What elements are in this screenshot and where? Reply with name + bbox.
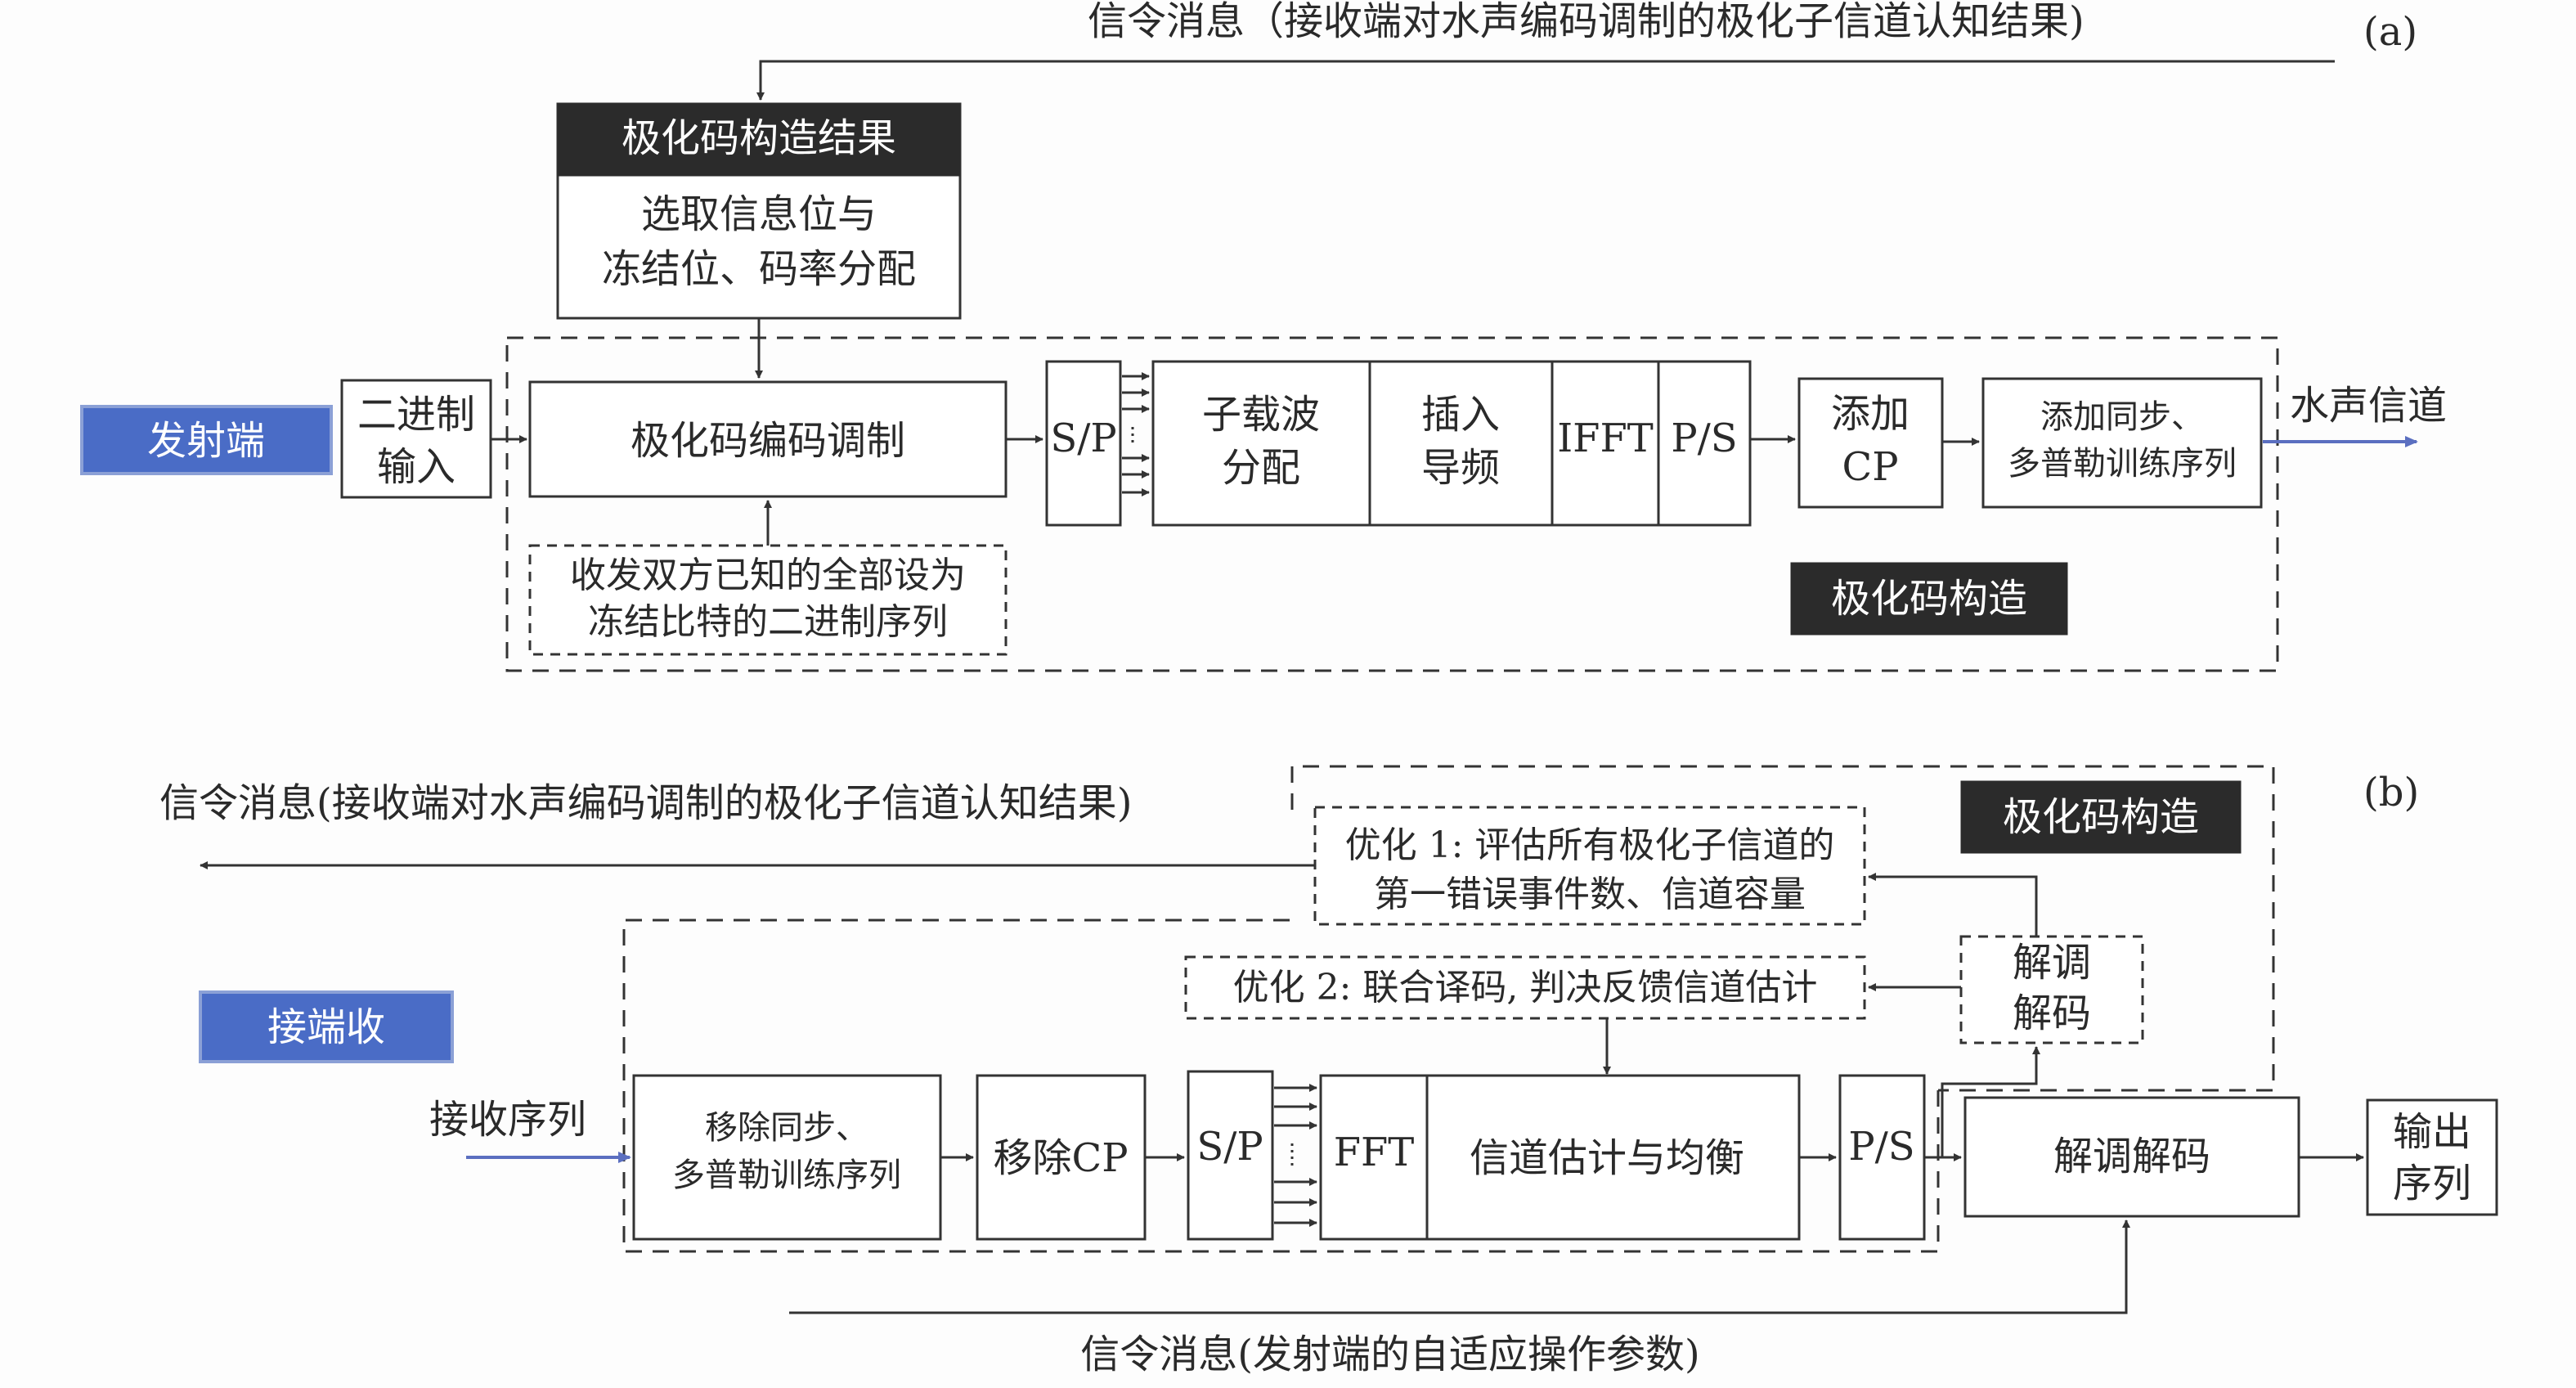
opt1-line2: 第一错误事件数、信道容量 bbox=[1374, 874, 1806, 915]
binary-input-line1: 二进制 bbox=[357, 392, 475, 438]
opt1-box bbox=[1313, 806, 1866, 926]
demod-label: 解调解码 bbox=[2053, 1134, 2210, 1179]
pilot-line2: 导频 bbox=[1421, 445, 1500, 491]
add-cp-box bbox=[1797, 377, 1944, 509]
feedback-arrow-top bbox=[756, 60, 2335, 101]
polar-result-header: 极化码构造结果 bbox=[622, 115, 896, 161]
polar-result-line2: 冻结位、码率分配 bbox=[602, 246, 916, 292]
binary-input-line2: 输入 bbox=[377, 444, 456, 490]
fft-label: FFT bbox=[1334, 1130, 1415, 1175]
add-sync-line1: 添加同步、 bbox=[2040, 398, 2204, 436]
sp-label-b: S/P bbox=[1196, 1124, 1263, 1170]
transmitter-badge bbox=[80, 405, 333, 475]
frozen-note-line2: 冻结比特的二进制序列 bbox=[588, 601, 948, 643]
demod-small-line2: 解码 bbox=[2013, 990, 2091, 1036]
demod-box bbox=[1963, 1096, 2300, 1218]
parallel-arrows-b bbox=[1274, 1084, 1317, 1227]
ps-box-b bbox=[1838, 1074, 1926, 1241]
pilot-line1: 插入 bbox=[1421, 392, 1500, 438]
receiver-processing-region bbox=[622, 919, 1940, 1253]
sp-box-b bbox=[1187, 1070, 1274, 1241]
panel-b-label: (b) bbox=[2363, 770, 2419, 815]
add-cp-line2: CP bbox=[1842, 444, 1898, 490]
demod-small-box bbox=[1959, 935, 2144, 1044]
add-sync-box bbox=[1981, 377, 2263, 509]
sp-box-a bbox=[1045, 360, 1122, 527]
frozen-note-box bbox=[528, 544, 1008, 656]
ps-label-a: P/S bbox=[1671, 416, 1737, 461]
opt2-label: 优化 2: 联合译码, 判决反馈信道估计 bbox=[1233, 967, 1818, 1008]
subcarrier-line1: 子载波 bbox=[1202, 392, 1320, 438]
construct-tag-b: 极化码构造 bbox=[2003, 794, 2199, 840]
rx-seq-label: 接收序列 bbox=[429, 1097, 586, 1143]
transmitter-label: 发射端 bbox=[147, 418, 265, 464]
demod-small-line1: 解调 bbox=[2013, 940, 2091, 986]
panel-b: (b) 信令消息(接收端对水声编码调制的极化子信道认知结果) 极化码构造 优化 … bbox=[159, 765, 2498, 1377]
polar-result-header-bg bbox=[557, 103, 961, 177]
panel-a-label: (a) bbox=[2363, 9, 2417, 55]
arrow-ps-to-demod-small bbox=[1941, 1046, 2040, 1157]
arrow-bottom-signal bbox=[789, 1220, 2130, 1314]
signal-bottom-label: 信令消息(发射端的自适应操作参数) bbox=[1080, 1332, 1699, 1377]
arrow-demod-to-opt1 bbox=[1868, 873, 2038, 937]
remove-sync-box bbox=[632, 1074, 942, 1241]
ifft-label: IFFT bbox=[1557, 416, 1654, 461]
receiver-label: 接端收 bbox=[267, 1004, 385, 1050]
channel-label: 水声信道 bbox=[2290, 383, 2447, 429]
construct-tag-b-bg bbox=[1960, 780, 2242, 854]
add-sync-line2: 多普勒训练序列 bbox=[2008, 445, 2237, 483]
output-line1: 输出 bbox=[2393, 1109, 2471, 1155]
polar-result-line1: 选取信息位与 bbox=[641, 191, 877, 237]
panel-a: (a) 信令消息（接收端对水声编码调制的极化子信道认知结果) 极化码构造结果 选… bbox=[80, 0, 2447, 672]
ofdm-block-a bbox=[1151, 360, 1752, 527]
chanest-label: 信道估计与均衡 bbox=[1470, 1135, 1744, 1181]
remove-sync-line1: 移除同步、 bbox=[705, 1109, 868, 1147]
sp-label-a: S/P bbox=[1050, 416, 1116, 461]
parallel-arrows-a bbox=[1122, 372, 1150, 496]
ps-label-b: P/S bbox=[1848, 1124, 1914, 1170]
polar-construct-region-b bbox=[1290, 765, 2275, 1092]
output-box bbox=[2366, 1098, 2498, 1216]
remove-sync-line2: 多普勒训练序列 bbox=[672, 1157, 901, 1194]
remove-cp-label: 移除CP bbox=[993, 1135, 1128, 1181]
opt1-line1: 优化 1: 评估所有极化子信道的 bbox=[1345, 824, 1835, 866]
opt2-box bbox=[1184, 955, 1866, 1020]
subcarrier-line2: 分配 bbox=[1222, 445, 1300, 491]
receiver-badge bbox=[199, 990, 454, 1063]
output-line2: 序列 bbox=[2393, 1161, 2471, 1206]
remove-cp-box bbox=[976, 1074, 1147, 1241]
fft-chanest-block bbox=[1319, 1074, 1801, 1241]
construct-tag-a-bg bbox=[1790, 562, 2068, 636]
signal-top-label: 信令消息（接收端对水声编码调制的极化子信道认知结果) bbox=[1088, 0, 2085, 44]
add-cp-line1: 添加 bbox=[1831, 391, 1910, 437]
frozen-note-line1: 收发双方已知的全部设为 bbox=[570, 555, 966, 596]
construct-tag-a: 极化码构造 bbox=[1831, 576, 2027, 622]
encode-mod-label: 极化码编码调制 bbox=[631, 418, 905, 464]
signal-left-label: 信令消息(接收端对水声编码调制的极化子信道认知结果) bbox=[159, 780, 1132, 826]
